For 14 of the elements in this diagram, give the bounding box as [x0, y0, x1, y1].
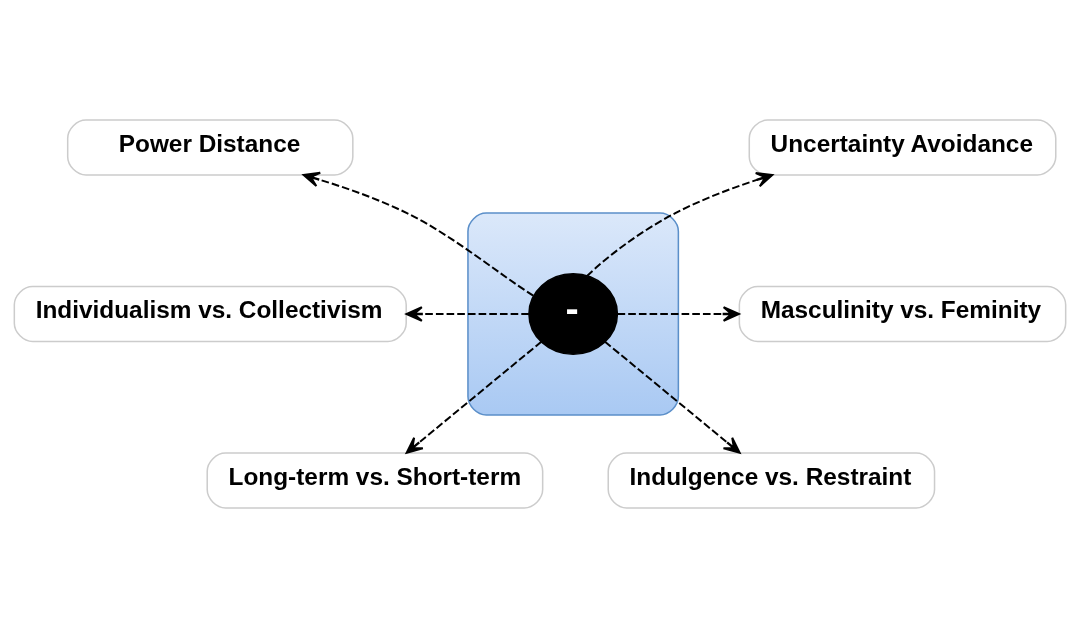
node-box: Indulgence vs. Restraint [607, 452, 936, 509]
arrow [604, 340, 741, 454]
node-box: Long-term vs. Short-term [206, 452, 544, 509]
arrow [616, 306, 740, 322]
node-box: Masculinity vs. Feminity [738, 285, 1067, 343]
arrow [302, 171, 535, 297]
cluster [467, 212, 680, 416]
arrow [405, 306, 530, 322]
arrow [586, 172, 774, 278]
node-box: Power Distance [66, 119, 354, 176]
node-box: Individualism vs. Collectivism [13, 285, 407, 343]
node-circle: - [528, 273, 619, 355]
arrow [405, 340, 543, 454]
node-box: Uncertainty Avoidance [748, 119, 1057, 176]
